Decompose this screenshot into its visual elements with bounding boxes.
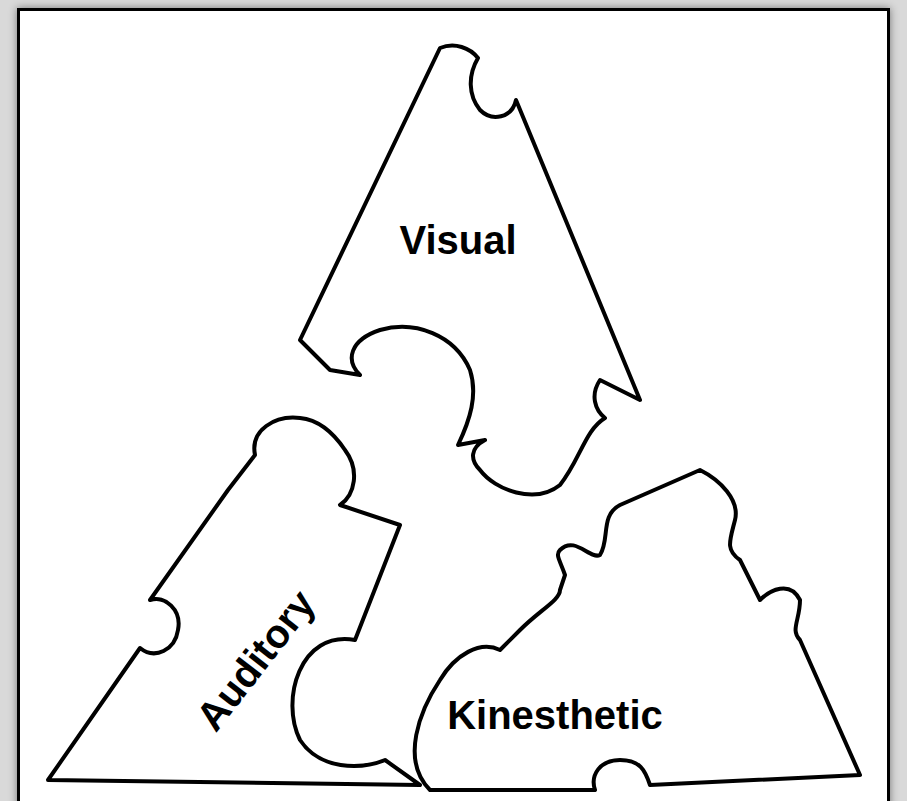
- puzzle-outline-path: [300, 46, 640, 495]
- puzzle-outline: [292, 38, 648, 508]
- puzzle-piece: Visual: [292, 38, 648, 508]
- puzzle-piece: Kinesthetic: [395, 462, 867, 796]
- puzzle-outline-path: [415, 470, 860, 790]
- piece-label: Kinesthetic: [447, 695, 663, 735]
- piece-label: Visual: [399, 220, 516, 260]
- puzzle-outline: [395, 462, 867, 796]
- puzzle-outline-path: [48, 418, 420, 785]
- puzzle-piece: Auditory: [40, 410, 426, 792]
- puzzle-outline: [40, 410, 426, 792]
